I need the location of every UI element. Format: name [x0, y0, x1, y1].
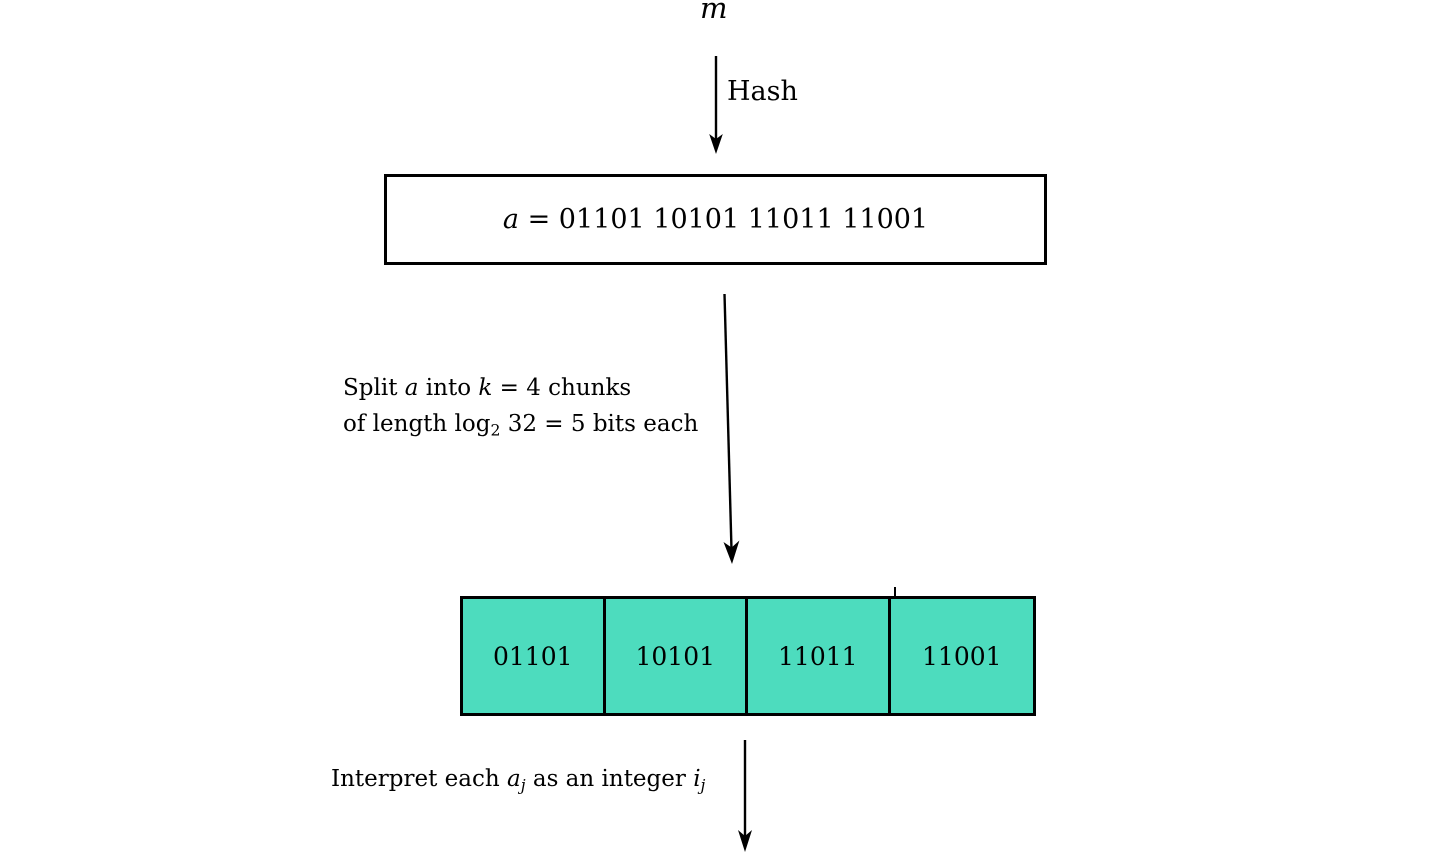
chunk-cell: 11011 — [748, 599, 891, 713]
interpret-caption-var-a: a — [506, 766, 521, 792]
hash-output-variable: a — [502, 203, 519, 235]
split-caption: Split a into k = 4 chunks of length log2… — [343, 370, 698, 442]
split-caption-var-a: a — [404, 375, 419, 401]
chunk-value: 11001 — [922, 641, 1002, 671]
split-caption-line-1: Split a into k = 4 chunks — [343, 370, 698, 406]
hash-output-equals: = — [519, 203, 559, 235]
interpret-arrow-icon — [738, 740, 752, 852]
hash-output-bits: 01101 10101 11011 11001 — [558, 203, 929, 235]
chunk-cell: 11001 — [890, 599, 1034, 713]
interpret-caption-var-i: i — [693, 766, 701, 792]
chunk-value: 10101 — [635, 641, 716, 671]
message-symbol: m — [700, 0, 728, 25]
interpret-caption-pre: Interpret each — [331, 766, 507, 792]
chunk-cell: 01101 — [463, 599, 606, 713]
split-caption-var-k: k — [478, 375, 493, 401]
interpret-caption-sub-a: j — [520, 775, 526, 795]
split-caption-pre: Split — [343, 375, 405, 401]
interpret-caption-sub-i: j — [700, 775, 706, 795]
split-caption-log-base: 2 — [490, 420, 501, 440]
split-caption-line-2: of length log2 32 = 5 bits each — [343, 406, 698, 442]
split-arrow-icon — [723, 293, 740, 564]
hash-output-text: a = 01101 10101 11011 11001 — [503, 203, 928, 237]
split-caption-log-post: 32 = 5 bits each — [500, 411, 699, 437]
split-caption-post: = 4 chunks — [492, 375, 632, 401]
hash-output-box: a = 01101 10101 11011 11001 — [384, 174, 1047, 265]
chunk-row: 01101 10101 11011 11001 — [460, 596, 1036, 716]
chunk-divider-tick — [894, 587, 896, 599]
chunk-cell: 10101 — [605, 599, 749, 713]
hash-arrow-icon — [709, 56, 723, 154]
hash-step-label: Hash — [727, 76, 798, 107]
split-caption-log-pre: of length log — [343, 411, 491, 437]
interpret-caption-mid: as an integer — [525, 766, 694, 792]
chunk-value: 11011 — [778, 641, 858, 671]
chunk-value: 01101 — [492, 641, 573, 671]
split-caption-mid: into — [418, 375, 479, 401]
interpret-caption: Interpret each aj as an integer ij — [331, 763, 705, 795]
